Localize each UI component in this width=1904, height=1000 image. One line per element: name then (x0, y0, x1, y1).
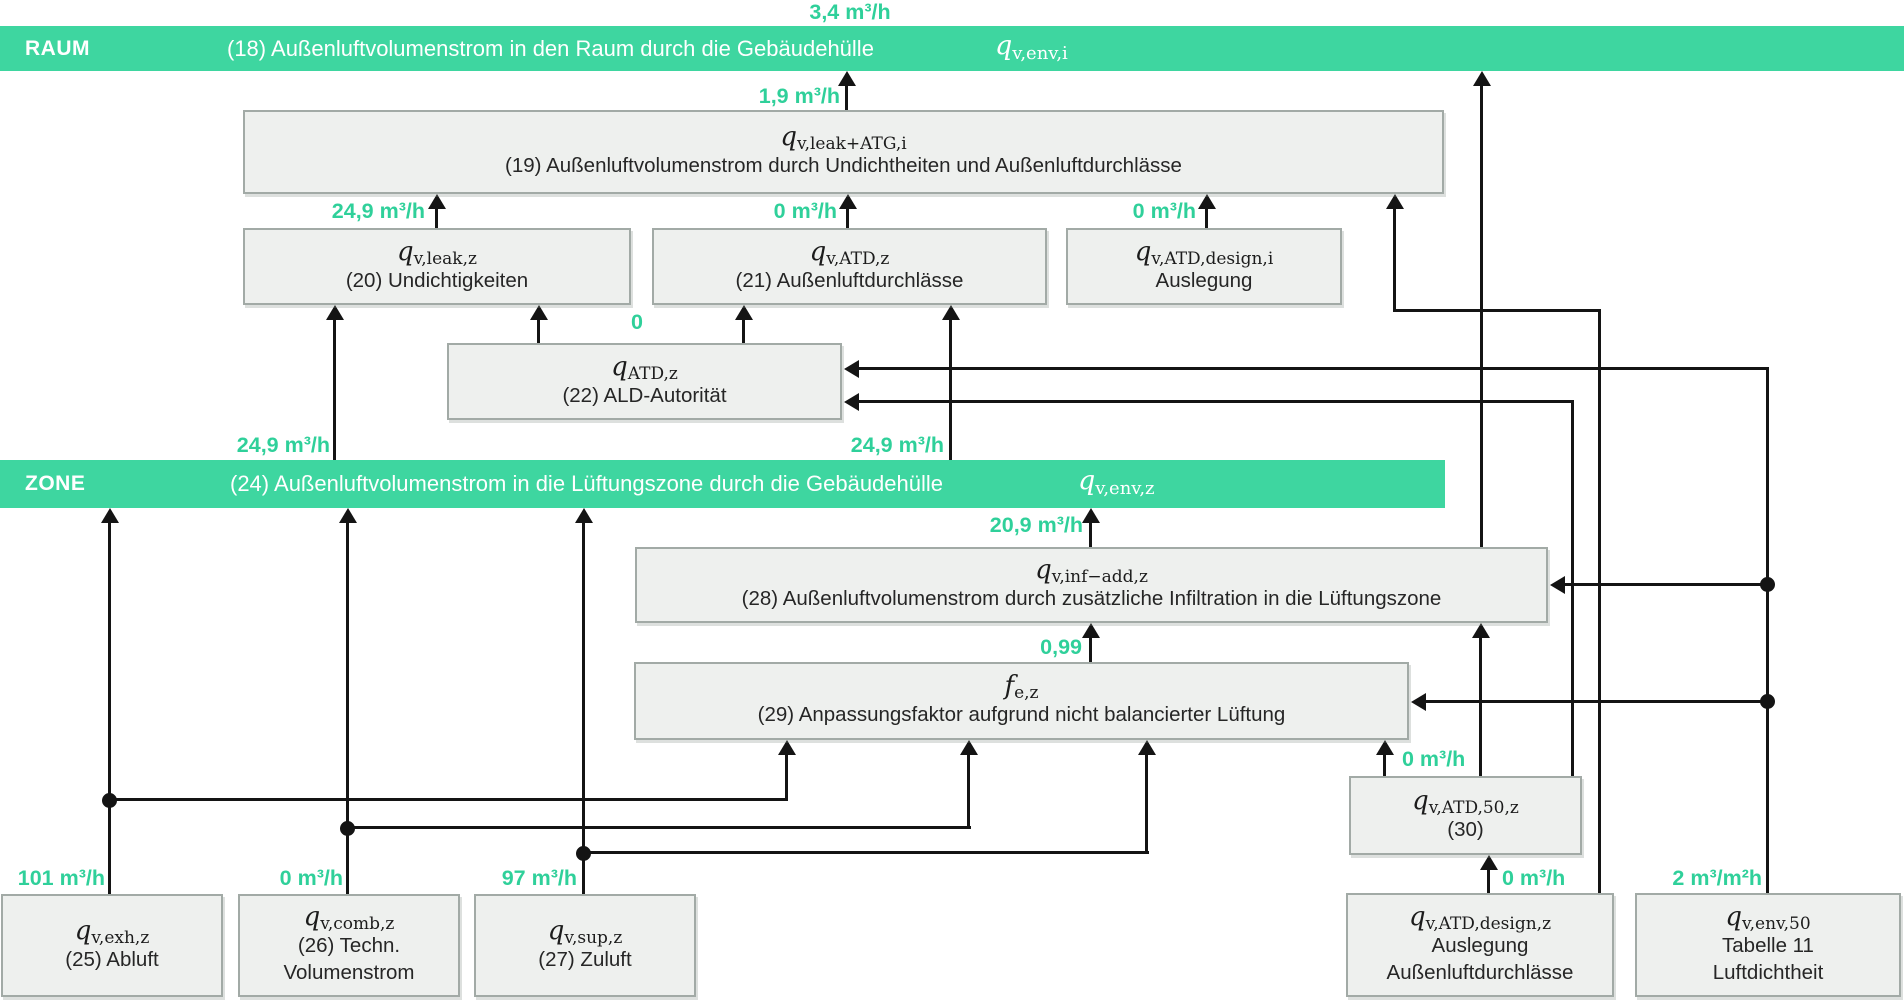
arrow-env50-to-box28-icon (1550, 576, 1565, 594)
arrow-box19-to-raum-icon (838, 71, 856, 86)
line-box25-to-zone (108, 520, 111, 894)
raum-bar-tag: RAUM (25, 36, 90, 60)
arrow-box26-branch-to-box29-icon (960, 740, 978, 755)
flow-label-box20-output: 24,9 m³/h (331, 199, 425, 223)
line-box30-to-box22-horizontal (857, 400, 1574, 403)
line-env50-vertical (1766, 367, 1769, 893)
box-27-zuluft: qv,sup,z (27) Zuluft (474, 894, 696, 997)
flow-label-box25-output: 101 m³/h (17, 866, 105, 890)
raum-bar-title: (18) Außenluftvolumenstrom in den Raum d… (227, 35, 874, 61)
box-20-undichtigkeiten: qv,leak,z (20) Undichtigkeiten (243, 228, 631, 305)
line-box28-to-zone (1089, 520, 1092, 547)
box-atd-design-z: qv,ATD,design,z Auslegung Außenluftdurch… (1346, 893, 1614, 997)
line-box29-to-box28 (1089, 635, 1092, 662)
line-box20-to-box19 (435, 206, 438, 228)
line-box25-branch-vertical (785, 752, 788, 800)
zone-bar-formula: qv,env,z (1078, 465, 1155, 499)
arrow-box28-to-raum-icon (1473, 71, 1491, 86)
arrow-box26-to-zone-icon (339, 508, 357, 523)
box-25-abluft: qv,exh,z (25) Abluft (1, 894, 223, 997)
flow-label-design-i-output: 0 m³/h (1132, 199, 1196, 223)
arrow-design-z-to-box19-icon (1386, 194, 1404, 209)
flow-label-box19-output: 1,9 m³/h (758, 84, 840, 108)
box-19-leak-atg: qv,leak+ATG,i (19) Außenluftvolumenstrom… (243, 110, 1444, 194)
flow-label-zone-left: 24,9 m³/h (236, 433, 330, 457)
flow-label-box27-output: 97 m³/h (501, 866, 577, 890)
line-zone-to-box20 (333, 317, 336, 462)
line-box22-to-box21 (742, 317, 745, 343)
arrow-box22-to-box21-icon (735, 305, 753, 320)
line-box21-to-box19 (846, 206, 849, 228)
zone-bar-tag: ZONE (25, 472, 86, 495)
box-26-techn-volumenstrom: qv,comb,z (26) Techn. Volumenstrom (238, 894, 460, 997)
line-box26-branch-horizontal (346, 826, 971, 829)
line-design-z-to-box30 (1487, 867, 1490, 893)
flow-label-env50-output: 2 m³/m²h (1672, 866, 1762, 890)
arrow-box27-to-zone-icon (575, 508, 593, 523)
flow-label-box30-output: 0 m³/h (1402, 747, 1466, 771)
line-env50-to-box28-horizontal (1563, 583, 1769, 586)
line-design-z-to-box19-arrowcol (1393, 206, 1396, 312)
line-box19-to-raum (845, 83, 848, 110)
flow-label-box28-output: 20,9 m³/h (989, 513, 1083, 537)
line-design-z-to-box19-horizontal (1393, 309, 1601, 312)
box-atd-design-i: qv,ATD,design,i Auslegung (1066, 228, 1342, 305)
arrow-box22-to-box20-icon (530, 305, 548, 320)
arrow-zone-to-box21-icon (942, 305, 960, 320)
flow-label-box22-output: 0 (631, 310, 643, 334)
arrow-box30-to-box22-icon (844, 393, 859, 411)
box-22-ald-autoritaet: qATD,z (22) ALD-Autorität (447, 343, 842, 420)
line-box22-to-box20 (537, 317, 540, 343)
arrow-box21-to-box19-icon (839, 194, 857, 209)
line-box30-to-box29 (1383, 752, 1386, 776)
line-box27-branch-horizontal (582, 851, 1149, 854)
flow-label-raum-output: 3,4 m³/h (809, 0, 891, 24)
raum-section-bar: RAUM (18) Außenluftvolumenstrom in den R… (0, 26, 1904, 71)
line-box30-to-box28 (1479, 635, 1482, 776)
arrow-box25-to-zone-icon (101, 508, 119, 523)
line-box27-to-zone (582, 520, 585, 894)
flow-label-box29-output: 0,99 (1040, 635, 1082, 659)
arrow-env50-to-box29-icon (1411, 693, 1426, 711)
arrow-box29-to-box28-icon (1082, 623, 1100, 638)
line-box27-branch-vertical (1145, 752, 1148, 853)
arrow-box28-to-zone-icon (1082, 508, 1100, 523)
line-box26-branch-vertical (967, 752, 970, 828)
arrow-design-i-to-box19-icon (1198, 194, 1216, 209)
box-env-50-tabelle11: qv,env,50 Tabelle 11 Luftdichtheit (1635, 893, 1901, 997)
arrow-box25-branch-to-box29-icon (778, 740, 796, 755)
arrow-box30-to-box29-icon (1376, 740, 1394, 755)
box-29-anpassungsfaktor: fe,z (29) Anpassungsfaktor aufgrund nich… (634, 662, 1409, 740)
zone-bar-title: (24) Außenluftvolumenstrom in die Lüftun… (230, 471, 944, 496)
arrow-box20-to-box19-icon (428, 194, 446, 209)
box-28-inf-add: qv,inf−add,z (28) Außenluftvolumenstrom … (635, 547, 1548, 623)
line-env50-to-box29-horizontal (1424, 700, 1769, 703)
arrow-env50-to-box22-icon (844, 360, 859, 378)
arrow-box30-to-box28-icon (1472, 623, 1490, 638)
line-box25-branch-horizontal (108, 798, 788, 801)
line-zone-to-box21 (949, 317, 952, 462)
flow-label-box26-output: 0 m³/h (279, 866, 343, 890)
arrow-zone-to-box20-icon (326, 305, 344, 320)
line-env50-to-box22-horizontal (857, 367, 1769, 370)
line-box30-to-box22-vertical (1571, 400, 1574, 776)
flow-label-box21-output: 0 m³/h (773, 199, 837, 223)
raum-bar-formula: qv,env,i (995, 30, 1068, 64)
flow-label-design-z-output: 0 m³/h (1502, 866, 1566, 890)
box-30-atd-50: qv,ATD,50,z (30) (1349, 776, 1582, 855)
box-21-aussenluftdurchlaesse: qv,ATD,z (21) Außenluftdurchlässe (652, 228, 1047, 305)
arrow-box27-branch-to-box29-icon (1138, 740, 1156, 755)
line-box28-to-raum (1480, 83, 1483, 547)
line-box26-to-zone (346, 520, 349, 894)
arrow-design-z-to-box30-icon (1480, 855, 1498, 870)
zone-section-bar: ZONE (24) Außenluftvolumenstrom in die L… (0, 460, 1445, 508)
line-design-i-to-box19 (1205, 206, 1208, 228)
line-design-z-to-box19-vertical (1598, 309, 1601, 893)
flow-label-zone-right: 24,9 m³/h (850, 433, 944, 457)
